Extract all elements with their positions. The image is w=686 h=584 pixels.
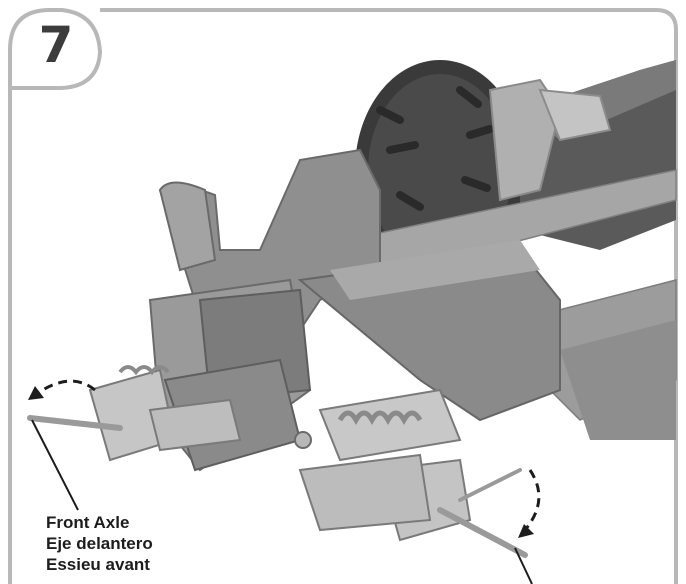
front-axle [27, 415, 528, 558]
left-arrowhead [28, 386, 44, 400]
panel-frame [100, 8, 678, 584]
left-leader-line [31, 419, 79, 511]
step-number: 7 [38, 16, 74, 74]
left-spring-assembly [88, 365, 242, 462]
callout-line-spanish: Eje delantero [46, 534, 153, 553]
callout-line-french: Essieu avant [46, 555, 150, 574]
front-axle-callout: Front Axle Eje delantero Essieu avant [46, 512, 153, 575]
step-badge-frame [8, 8, 103, 90]
right-arrowhead [518, 524, 534, 538]
right-leader-line [514, 547, 533, 584]
callout-line-english: Front Axle [46, 513, 130, 532]
right-rotation-arrow [523, 469, 541, 531]
right-spring-assembly [298, 388, 472, 542]
left-rotation-arrow [34, 379, 96, 397]
